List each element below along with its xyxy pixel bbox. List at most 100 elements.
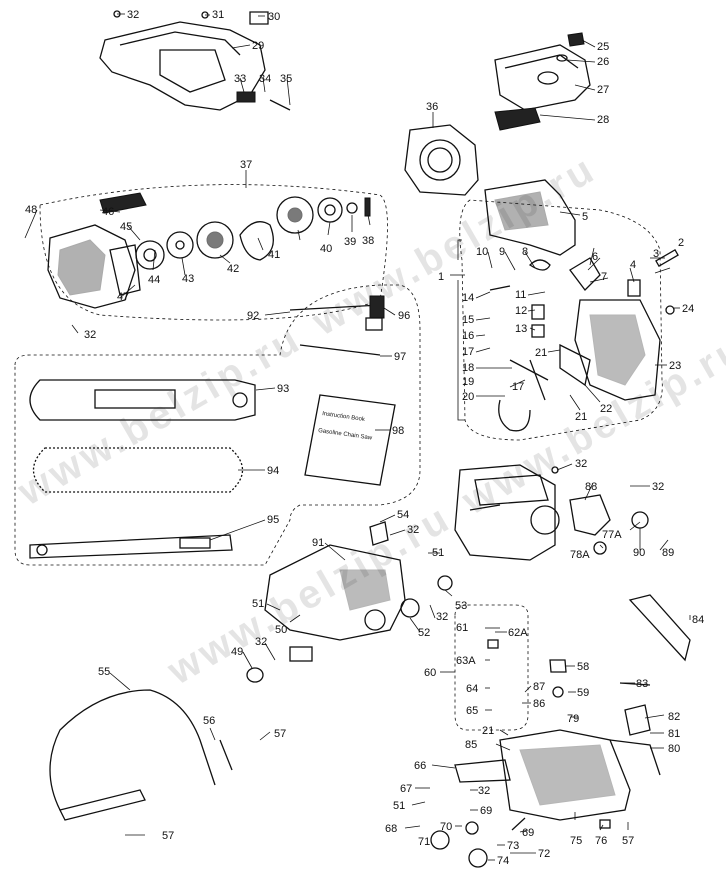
watermark-text-4: www.belzip.ru [454,325,726,523]
callout-72: 72 [538,848,550,860]
callout-32-clutch: 32 [407,524,419,536]
callout-85: 85 [465,739,477,751]
callout-65: 65 [466,705,478,717]
bar-chain-group-outline [14,284,421,566]
callout-40: 40 [320,243,332,255]
callout-51-b: 51 [252,598,264,610]
callout-2: 2 [678,237,684,249]
manual-line-1: Instruction Book [322,411,366,423]
callout-97: 97 [394,351,406,363]
callout-23: 23 [669,360,681,372]
guide-bar-part [29,379,256,421]
callout-89: 89 [662,547,674,559]
callout-96: 96 [398,310,410,322]
callout-32-engine: 32 [575,458,587,470]
callout-32-bottom: 32 [478,785,490,797]
callout-16: 16 [462,330,474,342]
callout-20: 20 [462,391,474,403]
callout-59: 59 [577,687,589,699]
callout-31: 31 [212,9,224,21]
callout-58: 58 [577,661,589,673]
callout-33: 33 [234,73,246,85]
callout-80: 80 [668,743,680,755]
callout-14: 14 [462,292,474,304]
callout-70: 70 [440,821,452,833]
callout-68: 68 [385,823,397,835]
engine-part [454,464,649,561]
callout-86: 86 [533,698,545,710]
callout-35: 35 [280,73,292,85]
callout-45: 45 [120,221,132,233]
callout-98: 98 [392,425,404,437]
callout-54: 54 [397,509,409,521]
callout-28: 28 [597,114,609,126]
callout-81: 81 [668,728,680,740]
callout-21-a: 21 [535,347,547,359]
callout-94: 94 [267,465,279,477]
callout-32-starter: 32 [84,329,96,341]
callout-labels: 32 31 30 29 33 34 35 25 26 27 28 36 37 4… [25,9,704,867]
fan-housing-part [404,124,479,196]
callout-61: 61 [456,622,468,634]
callout-41: 41 [268,249,280,261]
callout-26: 26 [597,56,609,68]
callout-71: 71 [418,836,430,848]
callout-83: 83 [636,678,648,690]
callout-75: 75 [570,835,582,847]
callout-15: 15 [462,314,474,326]
callout-92: 92 [247,310,259,322]
callout-34: 34 [259,73,271,85]
callout-3: 3 [653,248,659,260]
crankcase-part [246,521,453,683]
callout-11: 11 [515,289,526,301]
callout-88: 88 [585,481,597,493]
callout-17: 17 [462,346,474,358]
callout-5: 5 [582,211,588,223]
callout-32-case: 32 [436,611,448,623]
throttle-group-outline [454,604,529,731]
callout-44: 44 [148,274,160,286]
callout-22: 22 [600,403,612,415]
callout-50: 50 [275,624,287,636]
callout-39: 39 [344,236,356,248]
callout-12: 12 [515,305,527,317]
callout-19: 19 [462,376,474,388]
callout-29: 29 [252,40,264,52]
rear-handle-housing-part [484,179,679,432]
callout-47: 47 [117,291,129,303]
callout-9: 9 [499,246,505,258]
callout-24: 24 [682,303,694,315]
callout-25: 25 [597,41,609,53]
callout-93: 93 [277,383,289,395]
leader-lines [24,13,691,861]
starter-group-outline [39,184,388,321]
callout-48: 48 [25,204,37,216]
filter-cover-part [494,32,591,131]
callout-32-lower: 32 [255,636,267,648]
callout-51-a: 51 [432,547,444,559]
callout-36: 36 [426,101,438,113]
callout-55: 55 [98,666,110,678]
callout-49: 49 [231,646,243,658]
callout-21-c: 21 [482,725,494,737]
callout-38: 38 [362,235,374,247]
callout-84: 84 [692,614,704,626]
manual-book-part: Instruction Book Gasoline Chain Saw [304,394,396,486]
watermark-text-1: www.belzip.ru [10,316,309,514]
callout-57-c: 57 [622,835,634,847]
callout-73: 73 [507,840,519,852]
scabbard-part [29,534,233,559]
callout-10: 10 [476,246,488,258]
callout-82: 82 [668,711,680,723]
callout-77A: 77A [602,529,622,541]
callout-69-a: 69 [480,805,492,817]
callout-32: 32 [127,9,139,21]
saw-chain-part [32,447,244,493]
callout-42: 42 [227,263,239,275]
callout-7: 7 [601,271,607,283]
callout-67: 67 [400,783,412,795]
callout-57-b: 57 [162,830,174,842]
handle-group-outline [459,199,663,441]
callout-57-a: 57 [274,728,286,740]
